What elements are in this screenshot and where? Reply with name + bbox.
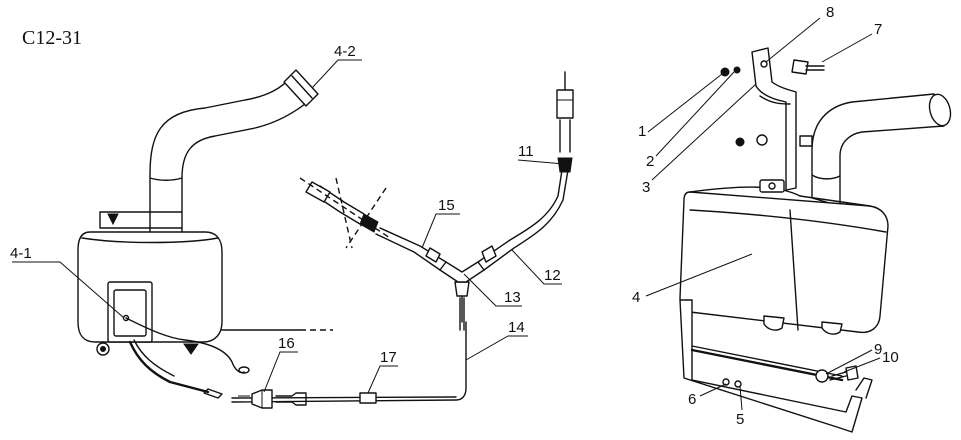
callout-labels: 4-2 4-1 16 17 14 13 12 15 11 8 7 1 2 3 4… bbox=[10, 4, 899, 428]
callout-15: 15 bbox=[438, 197, 455, 214]
callout-13: 13 bbox=[504, 289, 521, 306]
callout-12: 12 bbox=[544, 267, 561, 284]
callout-10: 10 bbox=[882, 349, 899, 366]
callout-4-1: 4-1 bbox=[10, 245, 32, 262]
washer-tank-left bbox=[77, 69, 319, 399]
callout-4: 4 bbox=[632, 289, 640, 306]
callout-11: 11 bbox=[518, 143, 534, 160]
diagram-code: C12-31 bbox=[22, 27, 82, 49]
leader-lines bbox=[12, 17, 881, 411]
callout-17: 17 bbox=[380, 349, 397, 366]
callout-5: 5 bbox=[736, 411, 744, 428]
callout-7: 7 bbox=[874, 21, 882, 38]
callout-9: 9 bbox=[874, 341, 882, 358]
callout-16: 16 bbox=[278, 335, 295, 352]
callout-8: 8 bbox=[826, 4, 834, 21]
callout-14: 14 bbox=[508, 319, 525, 336]
washer-tank-right bbox=[679, 47, 952, 433]
hose-assembly bbox=[231, 71, 574, 409]
callout-4-2: 4-2 bbox=[334, 43, 356, 60]
callout-1: 1 bbox=[638, 123, 646, 140]
callout-3: 3 bbox=[642, 179, 650, 196]
callout-6: 6 bbox=[688, 391, 696, 408]
callout-2: 2 bbox=[646, 153, 654, 170]
